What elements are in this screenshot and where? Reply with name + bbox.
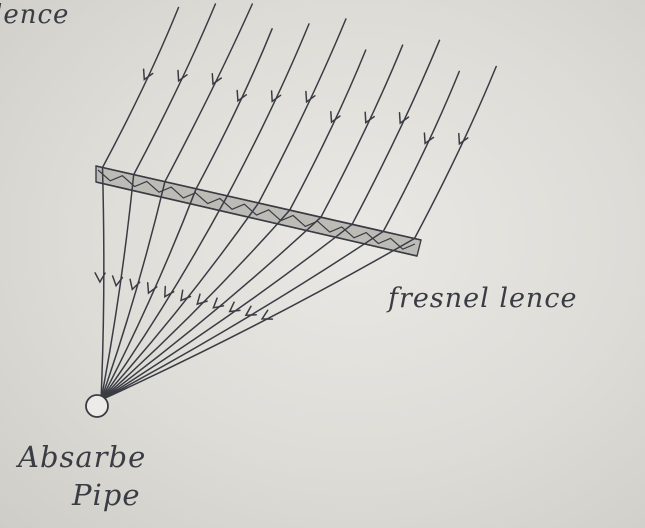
incident-ray: [226, 23, 310, 197]
incident-ray: [101, 6, 180, 169]
incident-ray-arrow: [236, 89, 248, 103]
fresnel-lens-grooves: [97, 169, 416, 250]
incident-ray-arrow: [305, 90, 316, 104]
refracted-ray-arrow: [163, 285, 175, 299]
fresnel-lens-panel: [95, 165, 422, 257]
refracted-ray: [100, 173, 135, 401]
absorber-label-line2: Pipe: [72, 478, 141, 512]
incident-ray-arrow: [398, 112, 410, 125]
incident-ray: [257, 18, 347, 204]
refracted-ray-arrow: [111, 275, 124, 288]
incident-rays: [101, 3, 497, 240]
fresnel-lens: [95, 165, 422, 257]
refracted-ray-arrow: [94, 272, 106, 284]
fresnel-lens-label: fresnel lence: [388, 283, 578, 314]
absorber-pipe: [85, 394, 109, 418]
incident-ray: [351, 39, 441, 226]
refracted-ray-arrow: [228, 301, 241, 313]
incident-ray-arrow: [270, 90, 282, 103]
incident-ray-arrow: [177, 69, 188, 83]
refracted-ray: [100, 166, 105, 401]
incident-ray: [132, 3, 217, 176]
refracted-ray: [100, 209, 291, 401]
incident-ray: [382, 70, 461, 233]
refracted-ray-arrow: [180, 289, 192, 302]
incident-ray: [413, 65, 497, 240]
refracted-ray-arrow: [244, 305, 257, 317]
refracted-ray-arrow: [260, 309, 274, 320]
absorber-label-line1: Absarbe: [18, 440, 147, 474]
top-partial-label: lence: [0, 0, 70, 30]
incident-ray-arrow: [458, 132, 469, 146]
incident-ray: [195, 28, 273, 190]
refracted-ray-arrow: [146, 282, 158, 295]
refracted-ray: [100, 180, 166, 401]
refracted-rays: [94, 166, 416, 401]
refracted-ray: [100, 237, 416, 401]
incident-ray-arrow: [423, 132, 435, 145]
incident-ray: [288, 49, 367, 211]
refracted-ray: [100, 216, 322, 401]
incident-ray-arrow: [364, 111, 375, 125]
refracted-ray: [100, 195, 229, 401]
refracted-ray: [100, 202, 260, 401]
refracted-ray-arrow: [129, 278, 141, 291]
refracted-ray: [100, 188, 197, 401]
incident-ray-arrow: [330, 111, 341, 124]
refracted-ray: [100, 230, 385, 401]
incident-ray-arrow: [211, 72, 223, 86]
incident-ray: [320, 44, 404, 218]
refracted-ray-arrow: [212, 297, 225, 309]
refracted-ray-arrow: [196, 293, 208, 306]
incident-ray-arrow: [142, 68, 154, 81]
refracted-ray: [100, 223, 353, 401]
incident-ray: [164, 3, 254, 183]
